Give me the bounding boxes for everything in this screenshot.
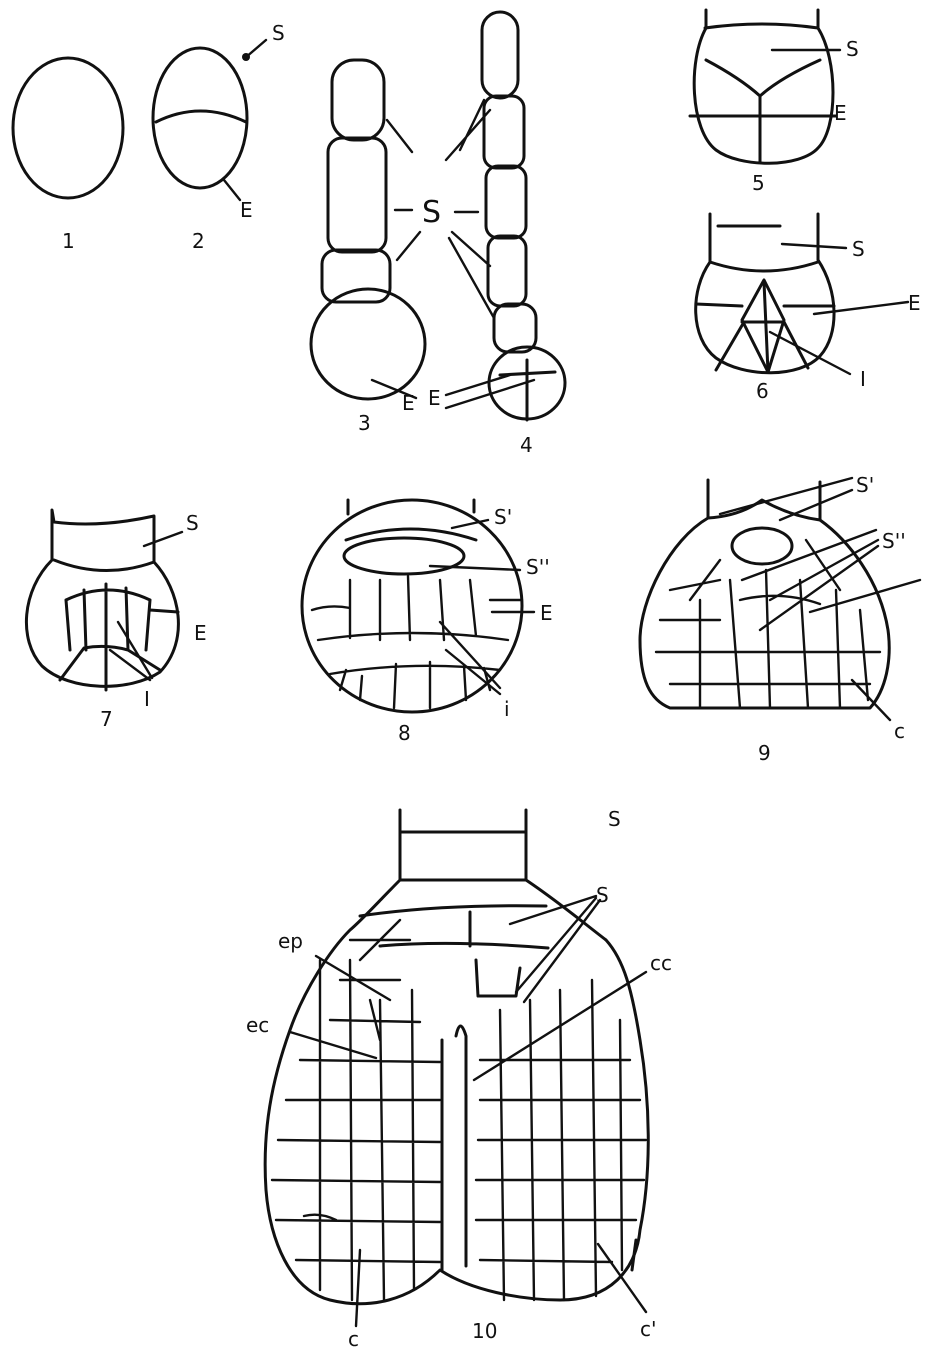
fig2-leader-e (224, 180, 240, 200)
fig4-quadrant-walls (500, 360, 555, 420)
fig7-leader-s (144, 532, 182, 546)
fig4-suspensor-cell-5 (494, 304, 536, 352)
figure-8: S' S'' E i 8 (302, 500, 553, 745)
fig10-hypophysis-cell (476, 960, 520, 996)
fig2-label-e: E (240, 198, 253, 222)
fig3-embryo-cell (311, 289, 425, 399)
fig6-leader-e (814, 302, 908, 314)
figure-7: S E I 7 (26, 510, 206, 731)
fig9-leader-s1 (720, 478, 852, 520)
fig10-label-cc: cc (650, 951, 672, 975)
fig10-suspensor-walls (400, 832, 526, 880)
fig10-number: 10 (472, 1319, 497, 1343)
fig8-s-double-prime-cell (344, 538, 464, 574)
fig1-zygote (13, 58, 123, 198)
figure-9: S' S'' c 9 (640, 473, 920, 765)
fig7-walls (60, 584, 178, 690)
fig8-label-i: i (504, 697, 510, 721)
fig5-suspensor-wall (706, 60, 820, 96)
fig8-label-s1: S' (494, 505, 512, 529)
fig10-cell-walls (272, 920, 646, 1300)
fig8-label-s2: S'' (526, 555, 550, 579)
fig9-number: 9 (758, 741, 771, 765)
figure-5: S E 5 (690, 10, 859, 195)
fig5-top-wall (705, 24, 818, 28)
fig7-label-i: I (144, 687, 150, 711)
fig10-label-c-prime: c' (640, 1317, 657, 1341)
fig10-notch (442, 1026, 466, 1270)
fig4-label-e: E (428, 386, 441, 410)
figure-4: 4 (446, 12, 565, 457)
figure-1: 1 (13, 58, 123, 253)
figure-6: S E I 6 (696, 214, 921, 403)
fig5-outline (694, 10, 833, 163)
fig10-leader-ep (316, 956, 390, 1000)
fig9-outline (640, 480, 889, 708)
fig6-inner-cell (742, 280, 784, 372)
fig10-hypophysis-walls (360, 906, 548, 948)
fig10-label-ec: ec (246, 1013, 269, 1037)
fig4-suspensor-cell-2 (484, 96, 524, 168)
fig8-leader-i (440, 622, 500, 694)
fig10-leader-s (510, 896, 600, 1002)
fig1-number: 1 (62, 229, 75, 253)
fig2-number: 2 (192, 229, 205, 253)
fig9-label-s1: S' (856, 473, 874, 497)
fig2-division-wall (156, 111, 246, 122)
fig3-suspensor-cell-2 (328, 138, 386, 252)
fig4-number: 4 (520, 433, 533, 457)
figure-10: S S ep ec cc c c' 10 (246, 807, 672, 1351)
fig4-suspensor-cell-4 (488, 236, 526, 306)
fig9-s-double-prime-cell (732, 528, 792, 564)
fig10-leader-ec (290, 1032, 376, 1058)
fig6-label-s: S (852, 237, 865, 261)
fig8-number: 8 (398, 721, 411, 745)
fig6-number: 6 (756, 379, 769, 403)
fig5-number: 5 (752, 171, 765, 195)
fig2-label-s: S (272, 21, 285, 45)
figure-2: S E 2 (153, 21, 285, 253)
fig7-suspensor-wall (54, 560, 154, 571)
fig7-outline (26, 510, 178, 686)
fig6-suspensor-wall (710, 262, 818, 271)
fig8-label-e: E (540, 601, 553, 625)
fig6-leader-i (770, 332, 850, 374)
fig9-label-c: c (894, 719, 905, 743)
fig10-edge-mark (632, 1240, 636, 1270)
fig2-arrowhead-s (242, 53, 250, 61)
fig3-suspensor-cell-1 (332, 60, 384, 140)
shared-suspensor-label: S E E (387, 100, 494, 415)
fig10-label-s-top: S (608, 807, 621, 831)
fig5-label-s: S (846, 37, 859, 61)
suspensor-label-s: S (422, 195, 441, 230)
fig10-label-c: c (348, 1327, 359, 1351)
fig3-label-e: E (402, 391, 415, 415)
fig3-number: 3 (358, 411, 371, 435)
fig5-label-e: E (834, 101, 847, 125)
fig6-label-i: I (860, 367, 866, 391)
fig6-leader-s (782, 244, 846, 248)
fig9-label-s2: S'' (882, 529, 906, 553)
fig7-label-s: S (186, 511, 199, 535)
fig10-label-ep: ep (278, 929, 303, 953)
fig3-suspensor-cell-3 (322, 250, 390, 302)
fig10-label-s: S (596, 883, 609, 907)
fig7-label-e: E (194, 621, 207, 645)
fig4-suspensor-cell-3 (486, 166, 526, 238)
fig4-suspensor-cell-1 (482, 12, 518, 98)
fig7-number: 7 (100, 707, 113, 731)
fig6-label-e: E (908, 291, 921, 315)
fig10-outline (265, 810, 648, 1304)
